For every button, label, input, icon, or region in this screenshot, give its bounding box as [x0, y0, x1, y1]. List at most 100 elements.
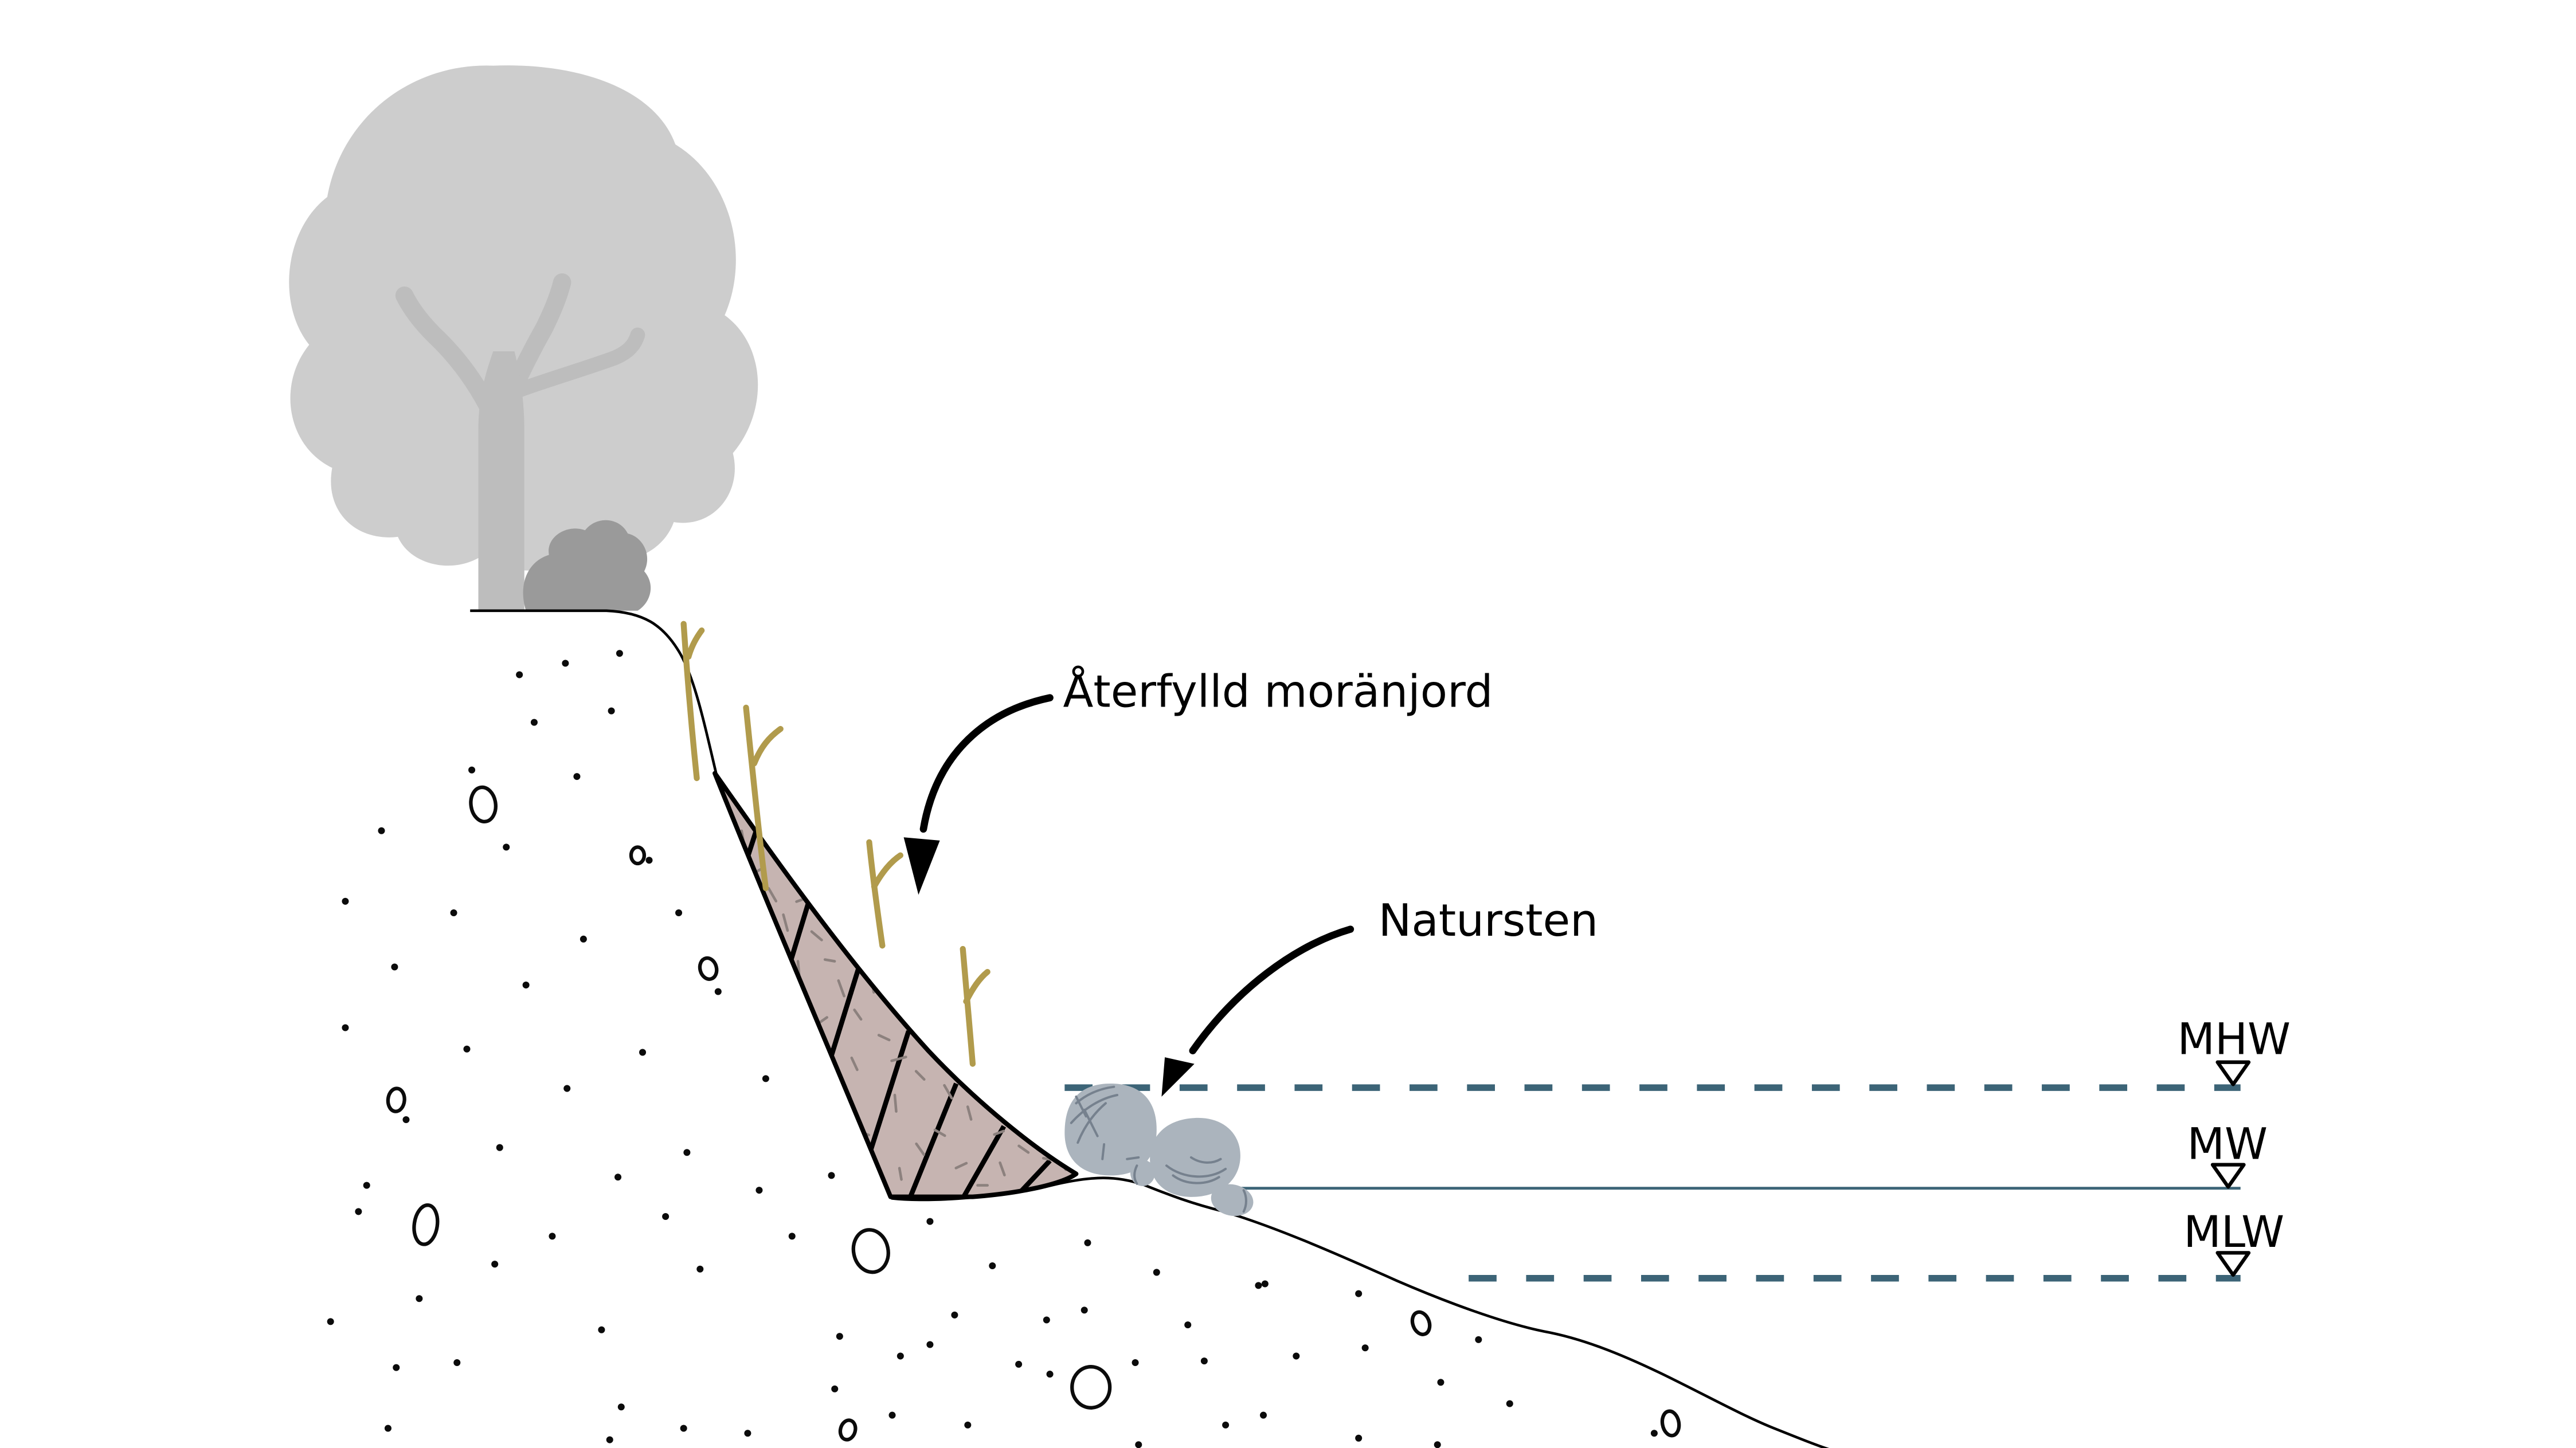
soil-dot — [549, 1233, 556, 1240]
soil-dot — [1084, 1239, 1091, 1246]
soil-speckle — [943, 1084, 953, 1100]
soil-dot — [402, 1116, 410, 1124]
soil-dot — [342, 897, 349, 905]
soil-dot — [503, 843, 510, 851]
buried-pebble — [851, 1228, 890, 1274]
soil-speckle — [1017, 1144, 1030, 1154]
mw-label: MW — [2187, 1119, 2268, 1170]
hatch-line — [948, 1125, 1007, 1197]
moraine-label: Återfylld moränjord — [1063, 666, 1493, 717]
soil-speckle — [966, 1105, 973, 1121]
moraine-wedge — [712, 771, 1079, 1199]
soil-dot — [1361, 1344, 1369, 1352]
stone-label: Natursten — [1379, 895, 1599, 947]
twig — [751, 725, 784, 767]
soil-dot — [1255, 1282, 1262, 1289]
soil-dot — [516, 671, 523, 678]
soil-speckle — [767, 887, 778, 902]
soil-dot — [680, 1425, 687, 1432]
soil-dot — [391, 963, 398, 971]
buried-pebble — [629, 845, 647, 866]
ground-texture — [327, 650, 1681, 1448]
mw-level-marker-icon — [2210, 1163, 2246, 1189]
water-level-lines — [1064, 1060, 2251, 1282]
soil-dot — [393, 1364, 400, 1371]
soil-dot — [1080, 1306, 1088, 1314]
moraine-arrowhead-icon — [903, 837, 940, 895]
buried-pebble — [1660, 1409, 1681, 1438]
twig — [963, 968, 991, 1004]
soil-dot — [453, 1359, 461, 1367]
soil-dot — [1355, 1434, 1363, 1442]
soil-dot — [926, 1341, 934, 1348]
stone-shading-strokes — [1070, 1085, 1247, 1213]
soil-speckle — [933, 1128, 946, 1137]
moraine-outline — [712, 771, 1079, 1199]
twig — [871, 852, 903, 890]
soil-speckle — [954, 1161, 968, 1170]
twig — [866, 839, 886, 949]
stone-arrow — [1189, 925, 1354, 1054]
soil-dot — [989, 1262, 996, 1269]
soil-dot — [1015, 1360, 1023, 1368]
soil-dot — [675, 909, 683, 917]
soil-dot — [606, 1436, 613, 1443]
soil-dot — [696, 1265, 704, 1273]
soil-dot — [926, 1218, 934, 1225]
soil-dot — [342, 1024, 349, 1031]
stone-large-left — [1064, 1083, 1157, 1176]
soil-speckle — [837, 979, 845, 998]
soil-speckle — [877, 1034, 891, 1042]
soil-dot — [614, 1174, 622, 1181]
soil-speckle — [1031, 1122, 1039, 1137]
soil-dot — [788, 1233, 796, 1240]
soil-dot — [1475, 1336, 1482, 1343]
soil-speckle — [993, 1129, 1005, 1136]
soil-speckle — [999, 1161, 1006, 1176]
mlw-level-marker-icon — [2215, 1251, 2251, 1277]
soil-dot — [662, 1213, 670, 1221]
soil-dot — [1355, 1290, 1363, 1297]
soil-dot — [831, 1385, 839, 1392]
soil-speckle — [910, 1013, 917, 1029]
soil-speckle — [954, 1062, 968, 1072]
moraine-arrow — [919, 694, 1054, 833]
soil-dot — [580, 935, 587, 943]
bush — [523, 520, 651, 611]
twig — [960, 945, 976, 1067]
annotation-arrows — [903, 694, 1354, 1097]
buried-pebble — [698, 956, 719, 981]
tree-trunk — [478, 351, 524, 611]
soil-dot — [1184, 1321, 1192, 1329]
soil-speckle — [890, 1055, 907, 1062]
soil-dot — [384, 1425, 392, 1432]
soil-dot — [1261, 1280, 1269, 1288]
soil-dot — [1043, 1316, 1050, 1324]
tree — [289, 65, 758, 611]
twig — [686, 627, 705, 660]
soil-dot — [1222, 1421, 1230, 1429]
soil-dot — [1650, 1430, 1658, 1437]
soil-speckle — [914, 1070, 926, 1081]
soil-speckle — [746, 909, 759, 916]
soil-speckle — [850, 1056, 859, 1072]
soil-dot — [355, 1208, 362, 1215]
soil-dot — [450, 909, 457, 917]
soil-speckle — [823, 958, 836, 963]
soil-dot — [416, 1295, 423, 1302]
soil-speckle — [930, 1048, 943, 1054]
soil-dot — [363, 1182, 370, 1189]
soil-speckle — [1008, 1099, 1013, 1117]
twigs — [680, 621, 991, 1067]
soil-dot — [496, 1144, 503, 1151]
soil-dot — [828, 1172, 835, 1179]
soil-dot — [836, 1333, 843, 1340]
soil-dot — [598, 1326, 605, 1333]
soil-dot — [491, 1261, 499, 1268]
soil-speckle — [782, 1004, 795, 1015]
soil-speckle — [763, 958, 776, 963]
tree-branch-limb — [497, 327, 645, 403]
soil-dot — [616, 650, 623, 657]
buried-pebble — [1410, 1310, 1432, 1336]
